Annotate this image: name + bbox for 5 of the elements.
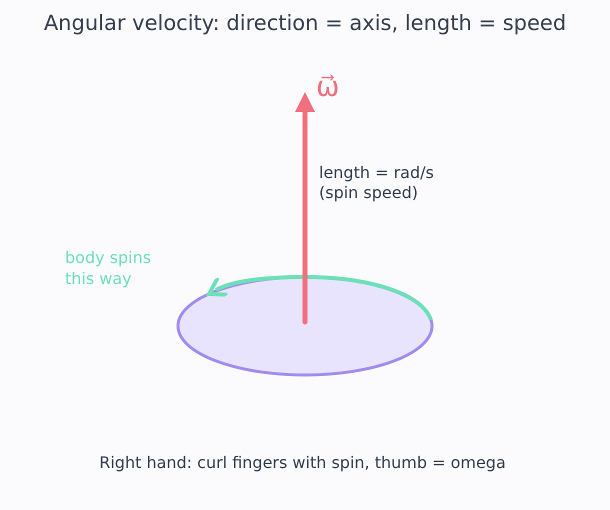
title: Angular velocity: direction = axis, length = speed — [42, 11, 568, 35]
vector-label: length = rad/s (spin speed) — [319, 163, 435, 203]
spin-label: body spins this way — [65, 247, 152, 289]
caption: Right hand: curl fingers with spin, thumb = omega — [98, 453, 507, 472]
vector-symbol: ω⃗ — [316, 70, 340, 103]
